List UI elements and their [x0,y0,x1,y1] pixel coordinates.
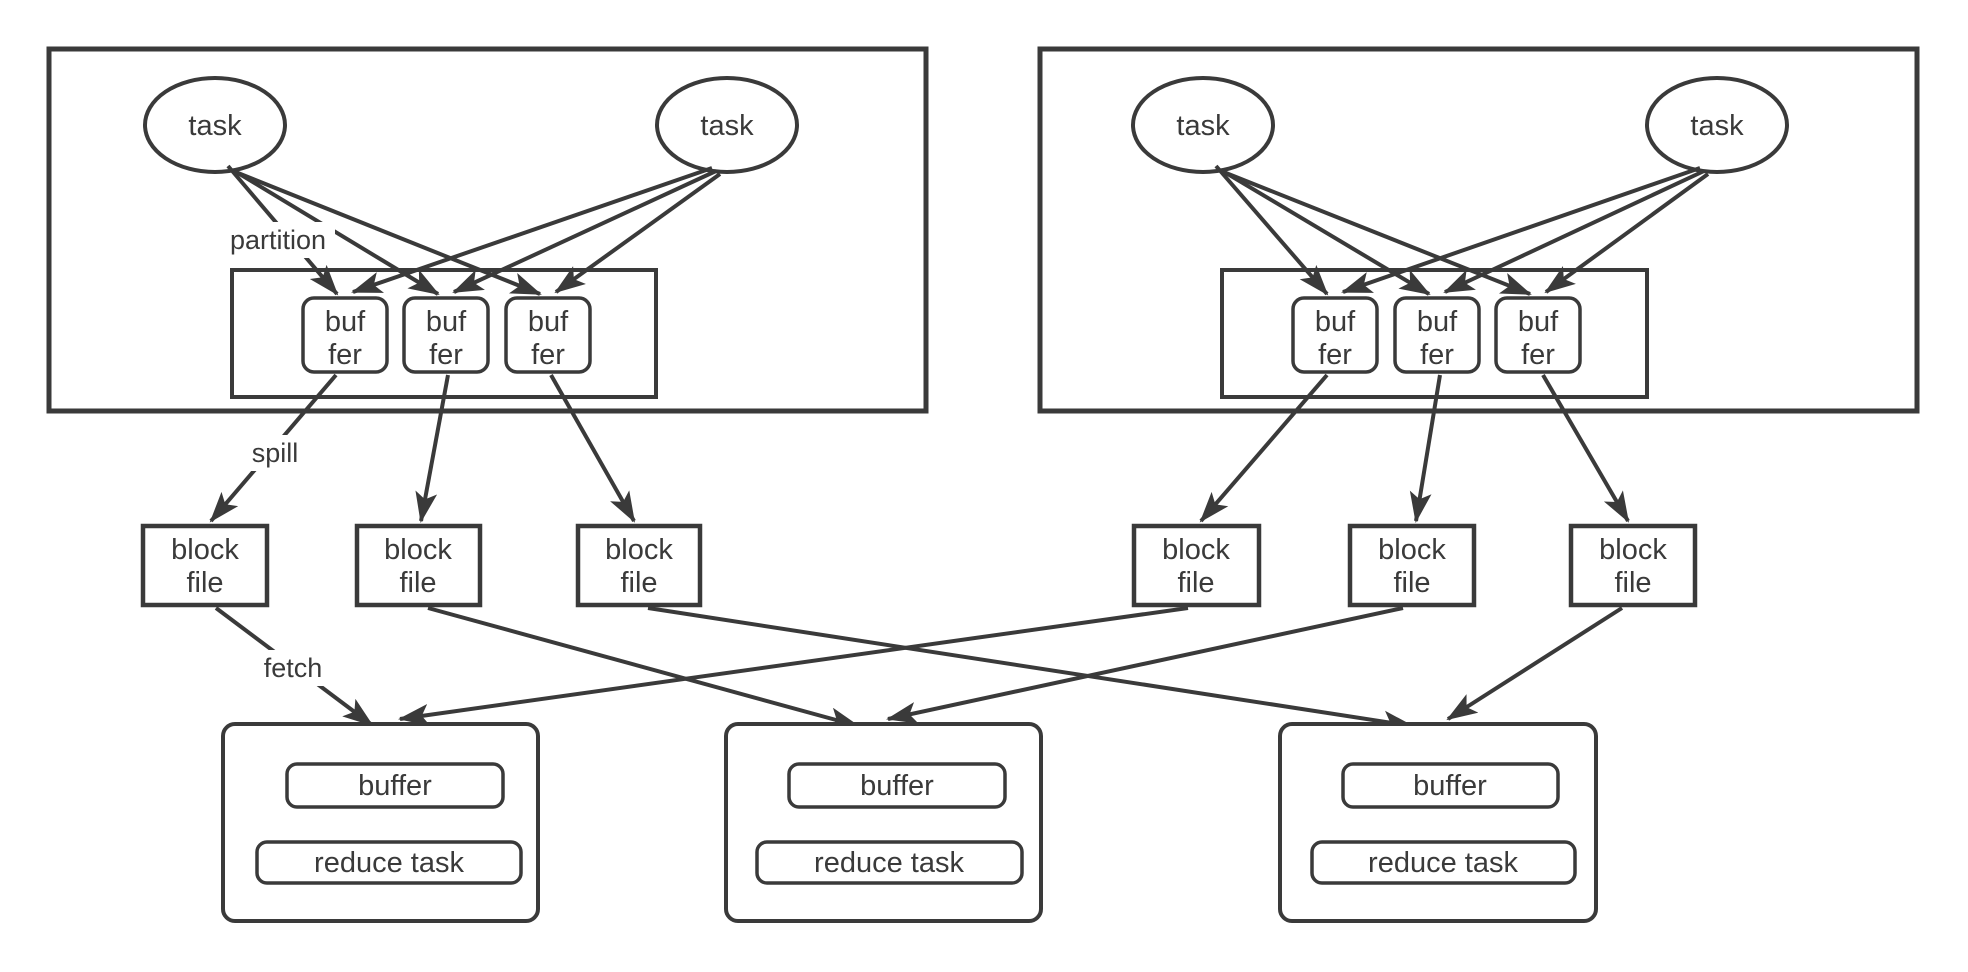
buffer-node-label-line2: fer [531,339,565,371]
partition-arrow [1214,164,1329,296]
reduce-task-node [1310,840,1577,885]
block-file-label-line2: file [186,567,223,599]
reduce-task-label: reduce task [814,847,964,879]
reduce-node-border [1278,722,1598,923]
buffer-node [301,296,389,374]
partition-label: partition [230,225,326,255]
spill-label: spill [252,438,299,468]
map-node-left: task task [46,46,929,414]
map-task-ellipse [1645,76,1789,174]
block-file-label-line1: block [1162,534,1230,566]
map-task-label: task [1176,110,1230,142]
block-file-label-line2: file [620,567,657,599]
buffer-node [1494,296,1582,374]
partition-arrow [1225,171,1532,296]
buffer-node-label-line1: buf [426,306,467,338]
fetch-arrow [1446,606,1624,721]
block-file-label-line2: file [399,567,436,599]
reduce-node-1: buffer reduce task [221,722,540,923]
buffer-node-label-line2: fer [1318,339,1352,371]
spill-arrow [549,374,636,523]
partition-arrows [226,164,1710,296]
buffer-node-label-line1: buf [1315,306,1356,338]
fetch-arrows [214,606,1624,733]
spill-arrow [1199,373,1329,523]
block-file-node [1347,523,1477,608]
reduce-buffer-node [285,762,505,809]
buffer-node-label-line1: buf [1417,306,1458,338]
block-file-node [1568,523,1698,608]
spill-arrow [415,374,450,523]
block-file-label-line2: file [1614,567,1651,599]
fetch-arrow [647,606,1414,733]
buffer-node-label-line1: buf [528,306,569,338]
reduce-task-label: reduce task [314,847,464,879]
map-node-right: task task [1037,46,1920,414]
fetch-arrow [398,606,1189,726]
block-file-label-line2: file [1177,567,1214,599]
reduce-task-node [255,840,523,885]
block-files: block file block file block file block f… [140,523,1698,608]
fetch-label-bg [259,650,327,686]
buffer-node-label-line1: buf [1518,306,1559,338]
map-node-right-border [1037,46,1920,414]
reduce-node-border [221,722,540,923]
partition-arrow [1443,169,1705,294]
block-file-node [575,523,703,608]
map-task-ellipse [1131,76,1275,174]
buffer-node-label-line2: fer [328,339,362,371]
reduce-task-node [755,840,1024,885]
reduce-node-border [724,722,1043,923]
map-task-label: task [188,110,242,142]
partition-arrow [1219,168,1431,296]
partition-arrow [1341,166,1701,294]
buffer-node-label-line2: fer [1521,339,1555,371]
reduce-buffer-label: buffer [1413,770,1487,802]
block-file-label-line1: block [1599,534,1667,566]
buffer-node-label-line2: fer [429,339,463,371]
block-file-node [1131,523,1262,608]
fetch-arrow [427,606,860,729]
block-file-label-line2: file [1393,567,1430,599]
partition-arrow [554,172,722,294]
buffer-node [1393,296,1481,374]
reduce-buffer-node [1341,762,1560,809]
partition-label-bg [221,222,335,258]
spill-arrow [1409,374,1442,523]
spill-arrow [1541,373,1630,523]
block-file-label-line1: block [1378,534,1446,566]
map-task-label: task [1690,110,1744,142]
block-file-label-line1: block [171,534,239,566]
reduce-node-2: buffer reduce task [724,722,1043,923]
edge-labels: partition spill fetch [221,222,335,686]
map-node-left-border [46,46,929,414]
fetch-arrow [886,606,1404,724]
buffer-node-label-line2: fer [1420,339,1454,371]
buffer-node [1291,296,1379,374]
partition-arrow [1544,172,1710,294]
reduce-buffer-label: buffer [358,770,432,802]
partition-arrow [351,166,713,294]
block-file-label-line1: block [384,534,452,566]
fetch-label: fetch [264,653,323,683]
partition-arrow [452,169,717,294]
block-file-node [354,523,483,608]
map-task-label: task [700,110,754,142]
buffer-node [402,296,490,374]
reduce-node-3: buffer reduce task [1278,722,1598,923]
reduce-task-label: reduce task [1368,847,1518,879]
map-task-ellipse [655,76,799,174]
reduce-buffer-node [787,762,1007,809]
buffer-node-label-line1: buf [325,306,366,338]
block-file-label-line1: block [605,534,673,566]
buffer-node [504,296,592,374]
map-task-ellipse [143,76,287,174]
spill-label-bg [244,435,306,471]
block-file-node [140,523,270,608]
reduce-buffer-label: buffer [860,770,934,802]
map-buffers: buf fer buf fer buf fer buf fer buf fer … [301,296,1582,374]
